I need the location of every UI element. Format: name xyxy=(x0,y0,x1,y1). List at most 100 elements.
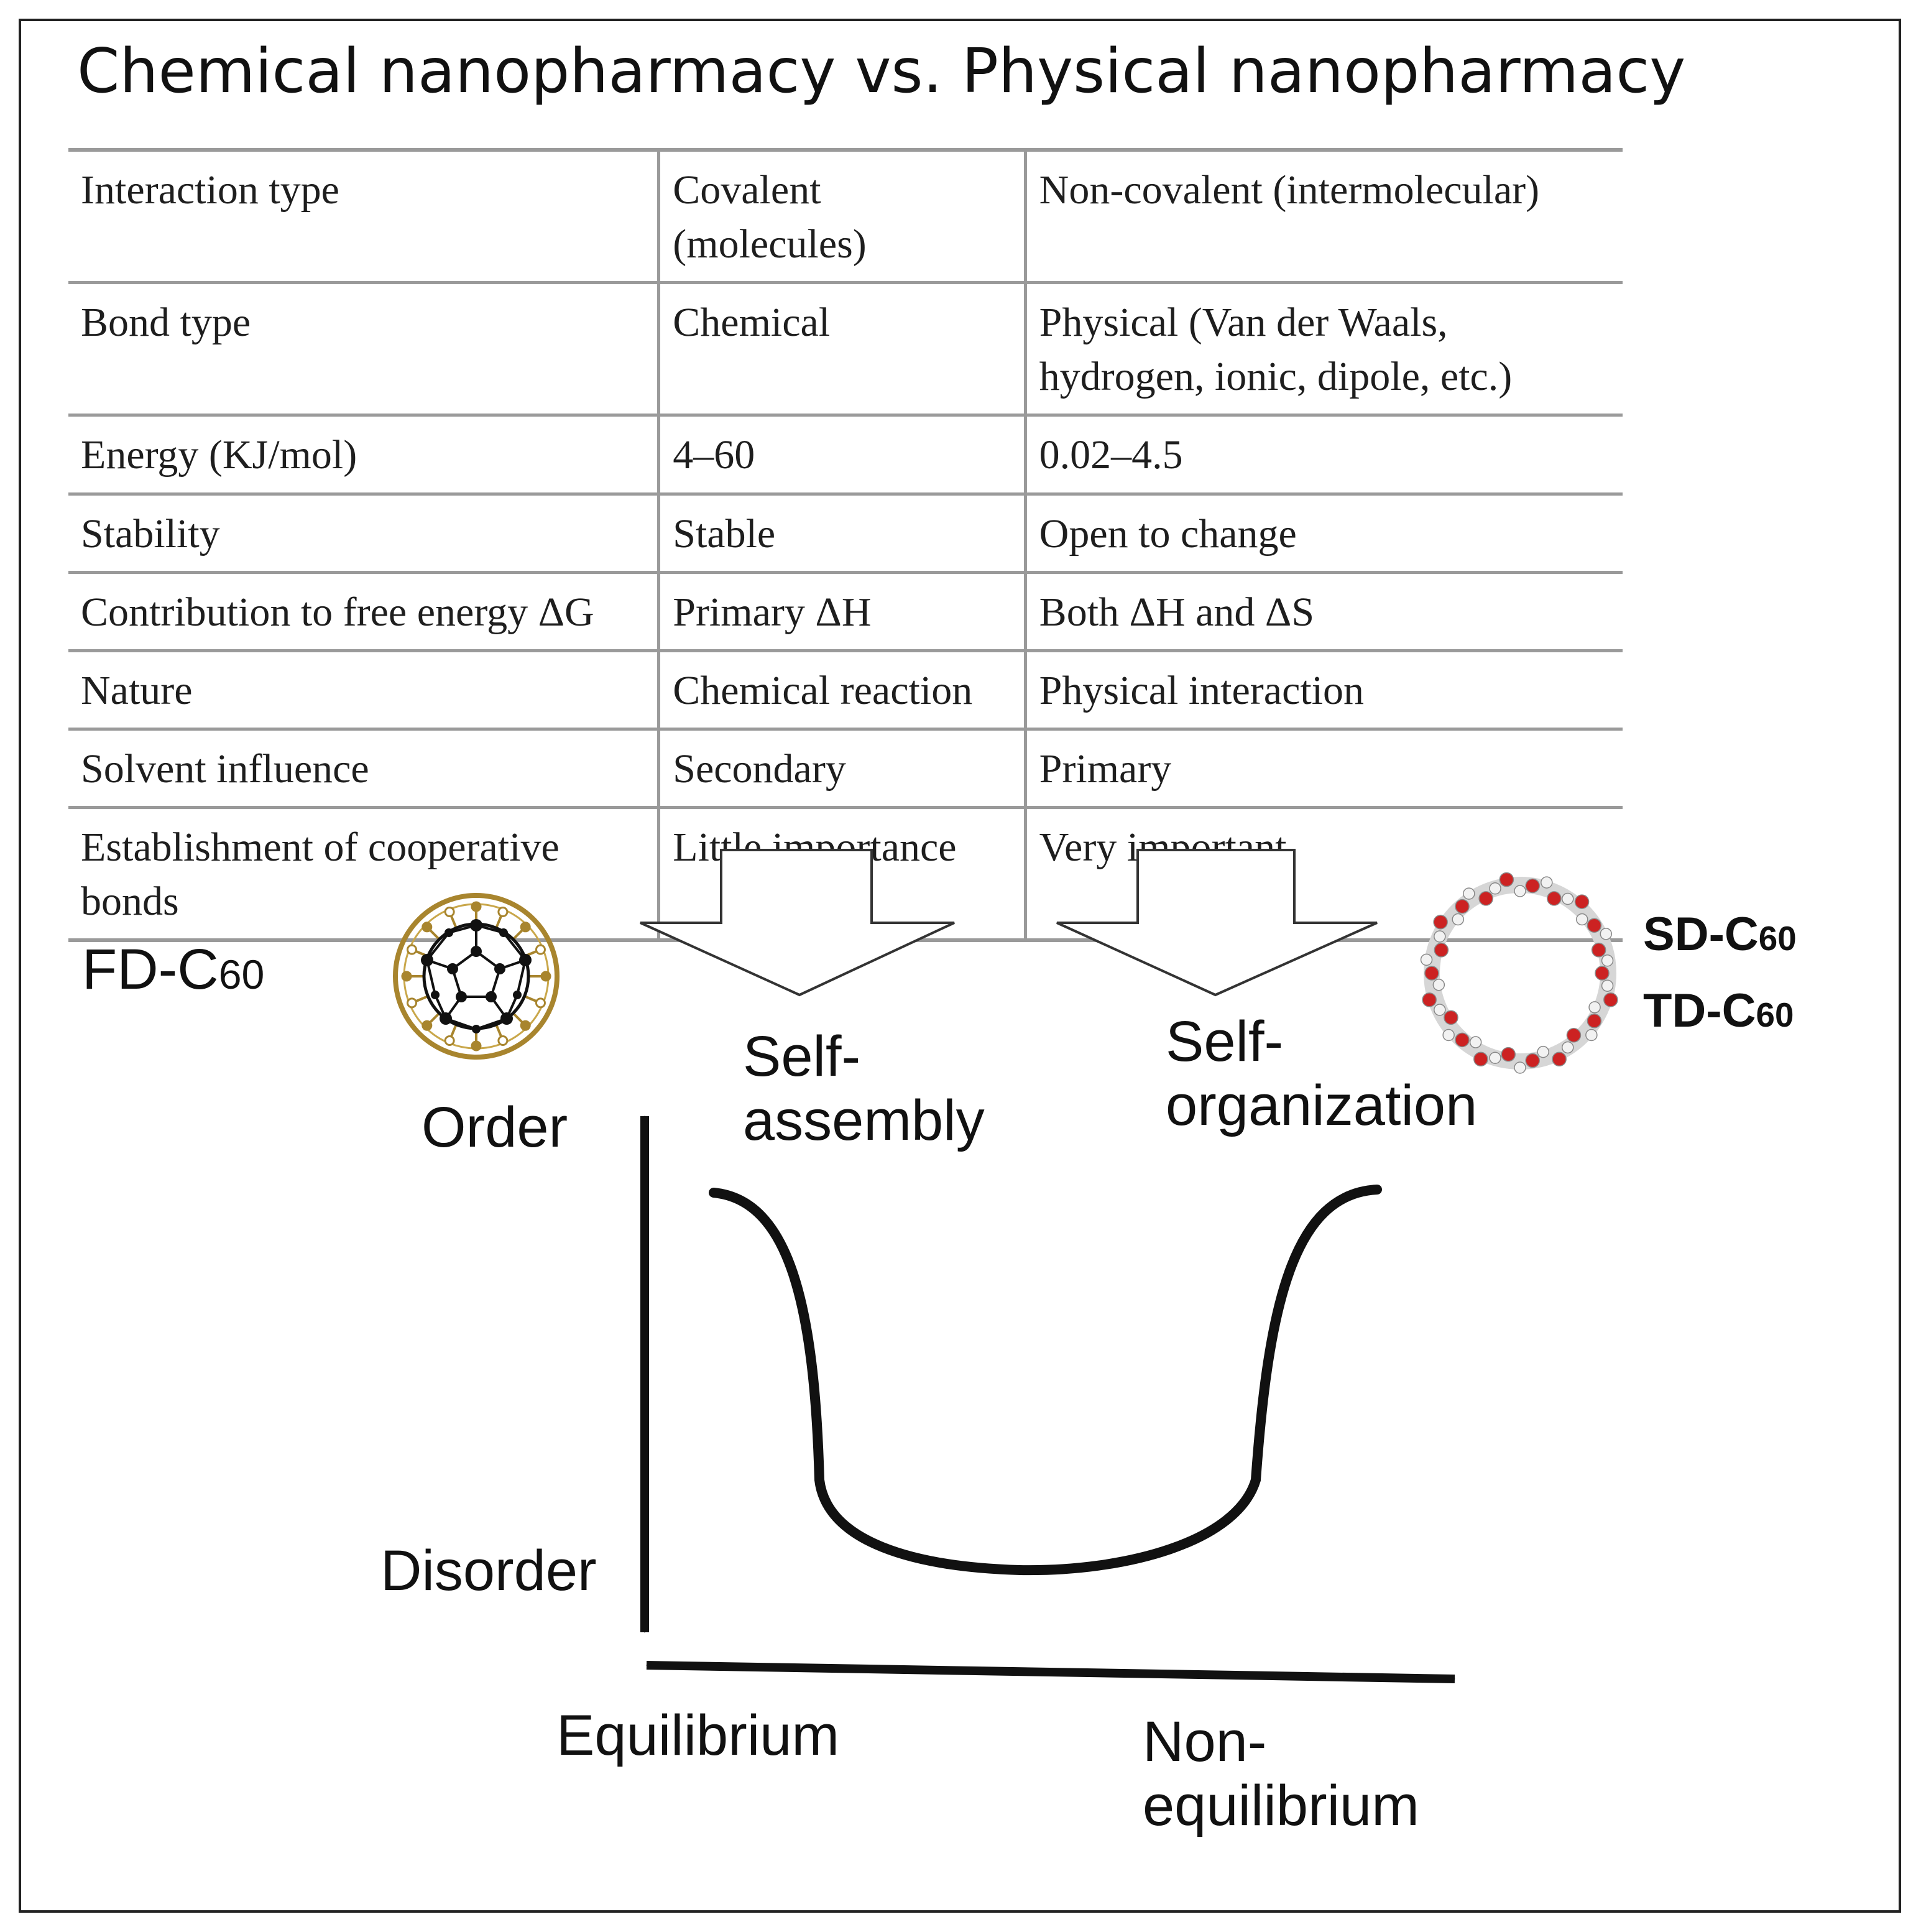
sd-td-c60-water-shell-icon xyxy=(1420,872,1618,1074)
table-cell: 4–60 xyxy=(657,414,1026,496)
ring-atom xyxy=(1595,966,1610,981)
fullerene-ligand-dot xyxy=(520,1020,531,1031)
fullerene-ligand-dot xyxy=(444,1035,455,1046)
fullerene-ligand-dot xyxy=(471,1040,482,1052)
ring-atom xyxy=(1601,954,1614,967)
row-header-cell: Interaction type xyxy=(68,148,659,285)
fullerene-ligand-dot xyxy=(407,997,418,1009)
disorder-label: Disorder xyxy=(380,1539,597,1602)
ring-atom xyxy=(1547,891,1562,906)
down-arrow-left xyxy=(640,849,955,997)
fd-c60-fullerene-icon xyxy=(393,893,560,1060)
ring-atom xyxy=(1489,882,1501,895)
fullerene-ligand-dot xyxy=(497,1035,509,1046)
ring-atom xyxy=(1434,1004,1446,1016)
fullerene-ligand-dot xyxy=(520,922,531,933)
fullerene-ligand-dot xyxy=(471,901,482,912)
ring-atom xyxy=(1541,876,1553,889)
table-cell: Open to change xyxy=(1023,492,1623,574)
ring-atom xyxy=(1587,1014,1602,1028)
ring-atom xyxy=(1424,966,1439,981)
row-header-cell: Nature xyxy=(68,649,659,731)
ring-atom xyxy=(1566,1028,1582,1043)
fullerene-ligand-dot xyxy=(422,922,433,933)
table-cell: Stable xyxy=(657,492,1026,574)
table-cell: Physical (Van der Waals, hydrogen, ionic… xyxy=(1023,281,1623,417)
ring-atom xyxy=(1525,878,1540,894)
ring-atom xyxy=(1422,992,1437,1007)
energy-well-curve xyxy=(709,1185,1382,1576)
ring-atom xyxy=(1525,1053,1540,1068)
ring-atom xyxy=(1588,1001,1601,1014)
td-c60-label: TD-C60 xyxy=(1643,984,1794,1037)
row-header-cell: Stability xyxy=(68,492,659,574)
equilibrium-axis-arrow xyxy=(646,1661,1455,1683)
ring-atom xyxy=(1442,1028,1455,1042)
order-label: Order xyxy=(422,1096,568,1159)
ring-atom xyxy=(1587,918,1602,933)
table-cell: Secondary xyxy=(657,727,1026,809)
ring-atom xyxy=(1600,928,1613,940)
fullerene-ligand-dot xyxy=(401,971,412,982)
table-cell: Covalent (molecules) xyxy=(657,148,1026,285)
ring-atom xyxy=(1463,887,1475,900)
ring-atom xyxy=(1434,930,1446,943)
ring-atom xyxy=(1420,953,1433,966)
self-assembly-label: Self- assembly xyxy=(743,1025,985,1153)
ring-atom xyxy=(1574,894,1590,909)
ring-atom xyxy=(1601,979,1614,992)
row-header-cell: Solvent influence xyxy=(68,727,659,809)
table-cell: Primary ΔH xyxy=(657,570,1026,652)
ring-atom xyxy=(1552,1052,1567,1067)
ring-atom xyxy=(1469,1036,1482,1048)
table-cell: Chemical xyxy=(657,281,1026,417)
fullerene-ligand-dot xyxy=(407,944,418,955)
table-cell: Chemical reaction xyxy=(657,649,1026,731)
ring-atom xyxy=(1444,1010,1458,1025)
ring-atom xyxy=(1576,913,1588,926)
row-header-cell: Energy (KJ/mol) xyxy=(68,414,659,496)
fd-c60-label: FD-C60 xyxy=(82,938,265,1001)
ring-atom xyxy=(1562,892,1574,905)
down-arrow-right xyxy=(1056,849,1378,997)
fullerene-ligand-dot xyxy=(535,997,546,1009)
fullerene-ligand-dot xyxy=(535,944,546,955)
row-header-cell: Establishment of cooperative bonds xyxy=(68,805,659,943)
figure-title: Chemical nanopharmacy vs. Physical nanop… xyxy=(77,36,1686,107)
ring-atom xyxy=(1452,913,1464,926)
non-equilibrium-label: Non- equilibrium xyxy=(1143,1710,1419,1838)
sd-c60-label: SD-C60 xyxy=(1643,908,1797,961)
table-cell: Physical interaction xyxy=(1023,649,1623,731)
ring-atom xyxy=(1591,943,1606,958)
ring-atom xyxy=(1433,915,1448,930)
ring-atom xyxy=(1537,1045,1549,1058)
ring-atom xyxy=(1455,1032,1470,1048)
ring-atom xyxy=(1501,1047,1516,1062)
row-header-cell: Bond type xyxy=(68,281,659,417)
ring-atom xyxy=(1585,1028,1598,1042)
table-cell: Both ΔH and ΔS xyxy=(1023,570,1623,652)
ring-atom xyxy=(1489,1052,1501,1064)
ring-atom xyxy=(1478,891,1493,906)
fullerene-ligand-dot xyxy=(497,907,509,918)
table-cell: Non-covalent (intermolecular) xyxy=(1023,148,1623,285)
ring-atom xyxy=(1473,1052,1488,1067)
ring-atom xyxy=(1514,885,1526,897)
fullerene-ligand-dot xyxy=(540,971,551,982)
ring-atom xyxy=(1499,872,1514,887)
table-cell: 0.02–4.5 xyxy=(1023,414,1623,496)
fullerene-ligand-dot xyxy=(422,1020,433,1031)
ring-atom xyxy=(1434,943,1449,958)
ring-atom xyxy=(1455,899,1470,914)
self-organization-label: Self- organization xyxy=(1166,1010,1478,1138)
ring-atom xyxy=(1514,1061,1526,1074)
